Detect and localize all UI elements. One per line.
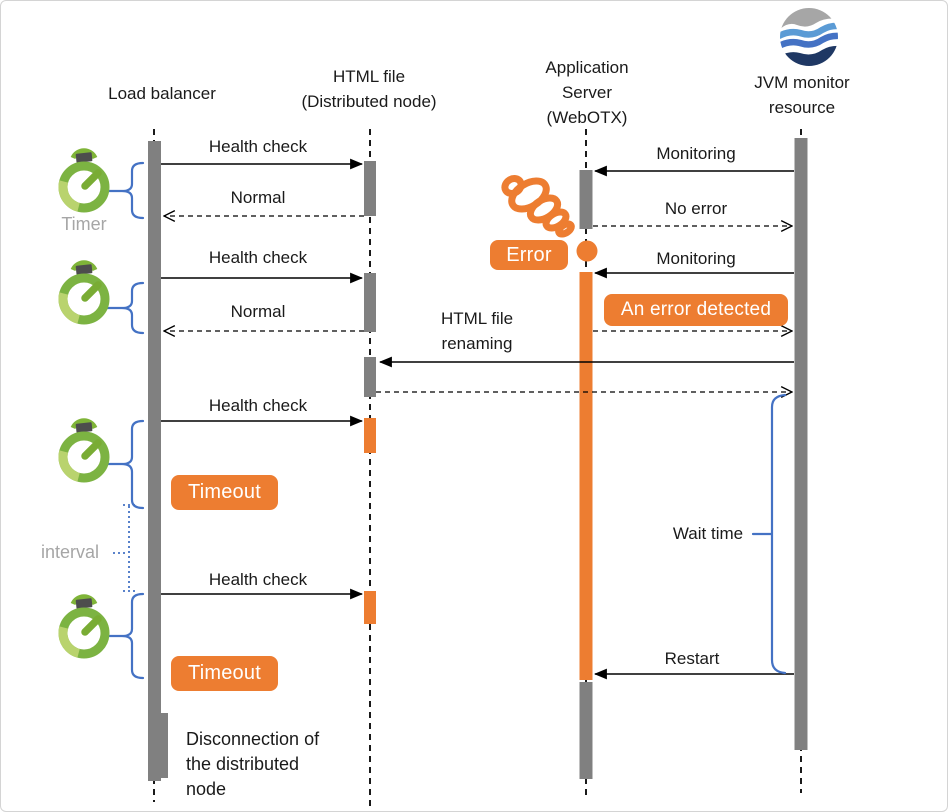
badge-error-detected: An error detected [604,294,788,326]
timer-icon-1 [58,151,109,213]
brace-timer-3 [103,419,145,510]
label-html-renaming: HTML file renaming [440,309,514,353]
badge-timeout-2: Timeout [171,656,278,691]
timer-icon-2 [58,263,109,325]
interval-guide [113,504,135,592]
bar-jvm-monitor [794,138,808,750]
bar-html-timeout-1 [364,418,376,453]
label-interval: interval [40,542,100,562]
label-monitoring-2: Monitoring [656,249,736,268]
timer-icon-4 [58,597,109,659]
badge-error: Error [490,240,568,270]
label-normal-2: Normal [230,302,286,321]
bar-load-balancer [148,141,161,781]
bar-app-server-1 [579,170,593,229]
label-disconnection: Disconnection of the distributed node [186,729,320,799]
brace-timer-4 [103,592,145,680]
label-timer: Timer [61,214,107,234]
brace-timer-1 [103,161,145,220]
timer-icon-3 [58,421,109,483]
activation-bars [148,138,808,781]
bar-html-2 [364,273,376,332]
brace-timer-2 [103,281,145,335]
label-health-check-4: Health check [208,570,308,589]
label-no-error: No error [664,199,728,218]
header-html-file: HTML file (Distributed node) [301,67,437,111]
label-normal-1: Normal [230,188,286,207]
bar-app-server-error [579,272,593,680]
header-app-server: Application Server (WebOTX) [545,58,629,127]
header-jvm-monitor: JVM monitor resource [754,73,850,117]
timer-braces [103,161,145,680]
header-load-balancer: Load balancer [108,84,216,103]
bar-html-timeout-2 [364,591,376,624]
label-restart: Restart [664,649,720,668]
wait-time-bracket [751,393,787,675]
bar-html-3 [364,357,376,397]
error-dot-icon [576,240,598,262]
bar-html-1 [364,161,376,216]
label-health-check-1: Health check [208,137,308,156]
label-health-check-3: Health check [208,396,308,415]
jvm-monitor-logo-icon [780,8,838,66]
bar-app-server-2 [579,682,593,779]
label-monitoring-1: Monitoring [656,144,736,163]
label-wait-time: Wait time [672,524,744,543]
error-scribble-icon [501,175,575,238]
label-health-check-2: Health check [208,248,308,267]
bar-load-balancer-nested [159,713,168,778]
badge-timeout-1: Timeout [171,475,278,510]
